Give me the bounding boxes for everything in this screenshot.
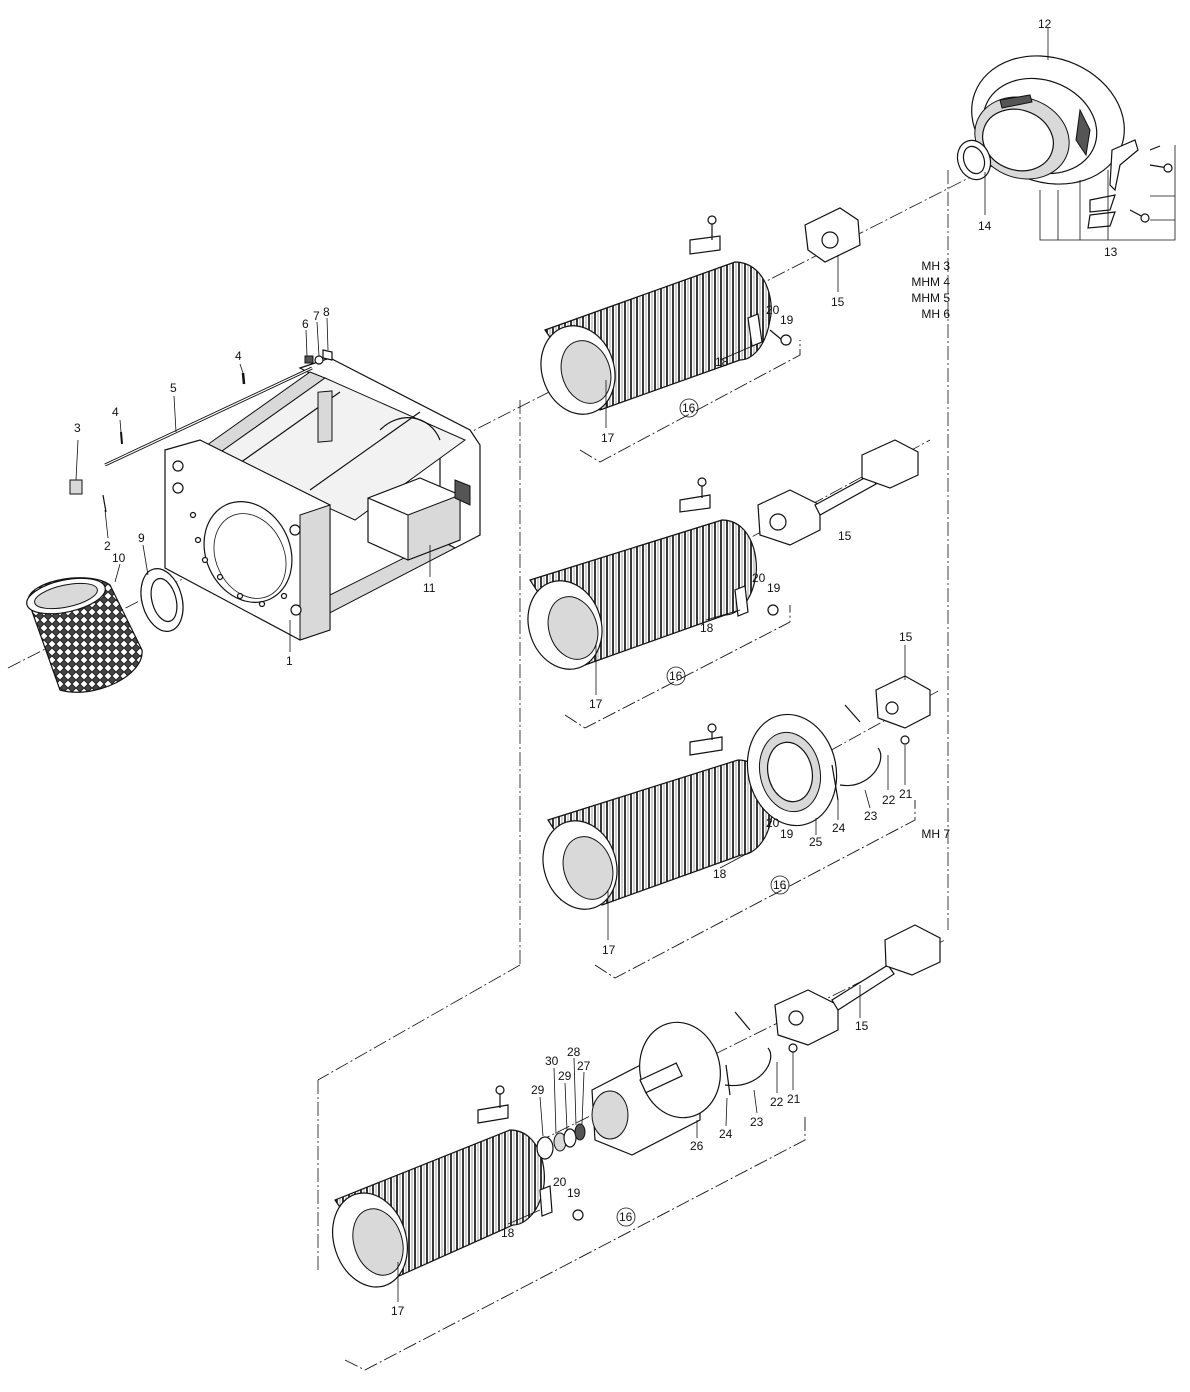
part-label-row-d-22: 22 xyxy=(770,1095,784,1109)
ring-and-mesh xyxy=(26,568,184,693)
part-label-row-b-19: 19 xyxy=(767,581,781,595)
model-label-mhm5: MHM 5 xyxy=(911,291,950,305)
part-label-row-c-24: 24 xyxy=(832,821,846,835)
drum-row-d xyxy=(332,924,941,1371)
part-label-13: 13 xyxy=(1104,245,1118,259)
part-label-10: 10 xyxy=(112,551,126,565)
part-label-11: 11 xyxy=(423,581,436,595)
part-label-row-a-19: 19 xyxy=(780,313,794,327)
part-label-12: 12 xyxy=(1038,17,1052,31)
part-label-row-b-16: 16 xyxy=(669,669,683,683)
part-label-row-d-30: 30 xyxy=(545,1054,559,1068)
part-label-row-c-18: 18 xyxy=(713,867,727,881)
frame-hardware xyxy=(69,349,333,513)
model-label-mh7: MH 7 xyxy=(921,827,950,841)
part-label-row-a-16: 16 xyxy=(682,401,696,415)
part-label-row-b-15: 15 xyxy=(838,529,852,543)
part-label-1: 1 xyxy=(286,654,293,668)
part-label-8: 8 xyxy=(323,305,330,319)
part-labels: 1 2 3 4 4 5 6 7 8 9 10 11 12 13 14 15 16… xyxy=(74,17,1118,1318)
part-label-row-c-20: 20 xyxy=(766,816,780,830)
drum-row-c xyxy=(542,675,931,979)
part-label-row-a-15: 15 xyxy=(831,295,845,309)
part-label-row-d-21: 21 xyxy=(787,1092,801,1106)
part-label-row-d-29b: 29 xyxy=(558,1069,572,1083)
part-label-row-c-23: 23 xyxy=(864,809,878,823)
part-label-4a: 4 xyxy=(112,405,119,419)
frame-housing xyxy=(164,357,481,641)
part-label-2: 2 xyxy=(104,539,111,553)
part-label-3: 3 xyxy=(74,421,81,435)
part-label-row-b-20: 20 xyxy=(752,571,766,585)
brake-ring-assembly xyxy=(956,28,1176,241)
model-label-mhm4: MHM 4 xyxy=(911,275,950,289)
part-label-row-d-15: 15 xyxy=(855,1019,869,1033)
part-label-row-c-17: 17 xyxy=(602,943,616,957)
part-label-row-c-21: 21 xyxy=(899,787,913,801)
part-label-row-d-20: 20 xyxy=(553,1175,567,1189)
part-label-row-a-17: 17 xyxy=(601,431,615,445)
part-label-row-d-28: 28 xyxy=(567,1045,581,1059)
model-label-mh3: MH 3 xyxy=(921,259,950,273)
model-labels: MH 3 MHM 4 MHM 5 MH 6 MH 7 xyxy=(911,259,950,841)
part-label-row-a-20: 20 xyxy=(766,303,780,317)
part-label-row-d-17: 17 xyxy=(391,1304,405,1318)
part-label-14: 14 xyxy=(978,219,992,233)
part-label-row-b-17: 17 xyxy=(589,697,603,711)
part-label-row-c-22: 22 xyxy=(882,793,896,807)
part-label-row-d-24: 24 xyxy=(719,1127,733,1141)
part-label-row-d-27: 27 xyxy=(577,1059,591,1073)
part-label-9: 9 xyxy=(138,531,145,545)
part-label-row-c-19: 19 xyxy=(780,827,794,841)
model-label-mh6: MH 6 xyxy=(921,307,950,321)
part-label-7: 7 xyxy=(313,309,320,323)
part-label-row-d-29a: 29 xyxy=(531,1083,545,1097)
drum-row-b xyxy=(527,439,919,729)
part-label-row-c-25: 25 xyxy=(809,835,823,849)
part-label-row-d-16: 16 xyxy=(619,1210,633,1224)
part-label-row-a-18: 18 xyxy=(715,355,729,369)
part-label-6: 6 xyxy=(302,317,309,331)
part-label-row-d-18: 18 xyxy=(501,1226,515,1240)
part-label-row-c-16: 16 xyxy=(773,878,787,892)
drum-row-a xyxy=(540,207,861,463)
part-label-row-b-18: 18 xyxy=(700,621,714,635)
part-label-row-d-23: 23 xyxy=(750,1115,764,1129)
axis-lines xyxy=(7,161,1001,1270)
leader-lines xyxy=(75,255,906,1302)
part-label-4b: 4 xyxy=(235,349,242,363)
part-label-row-c-15: 15 xyxy=(899,630,913,644)
part-label-5: 5 xyxy=(170,381,177,395)
part-label-row-d-19: 19 xyxy=(567,1186,581,1200)
part-label-row-d-26: 26 xyxy=(690,1139,704,1153)
